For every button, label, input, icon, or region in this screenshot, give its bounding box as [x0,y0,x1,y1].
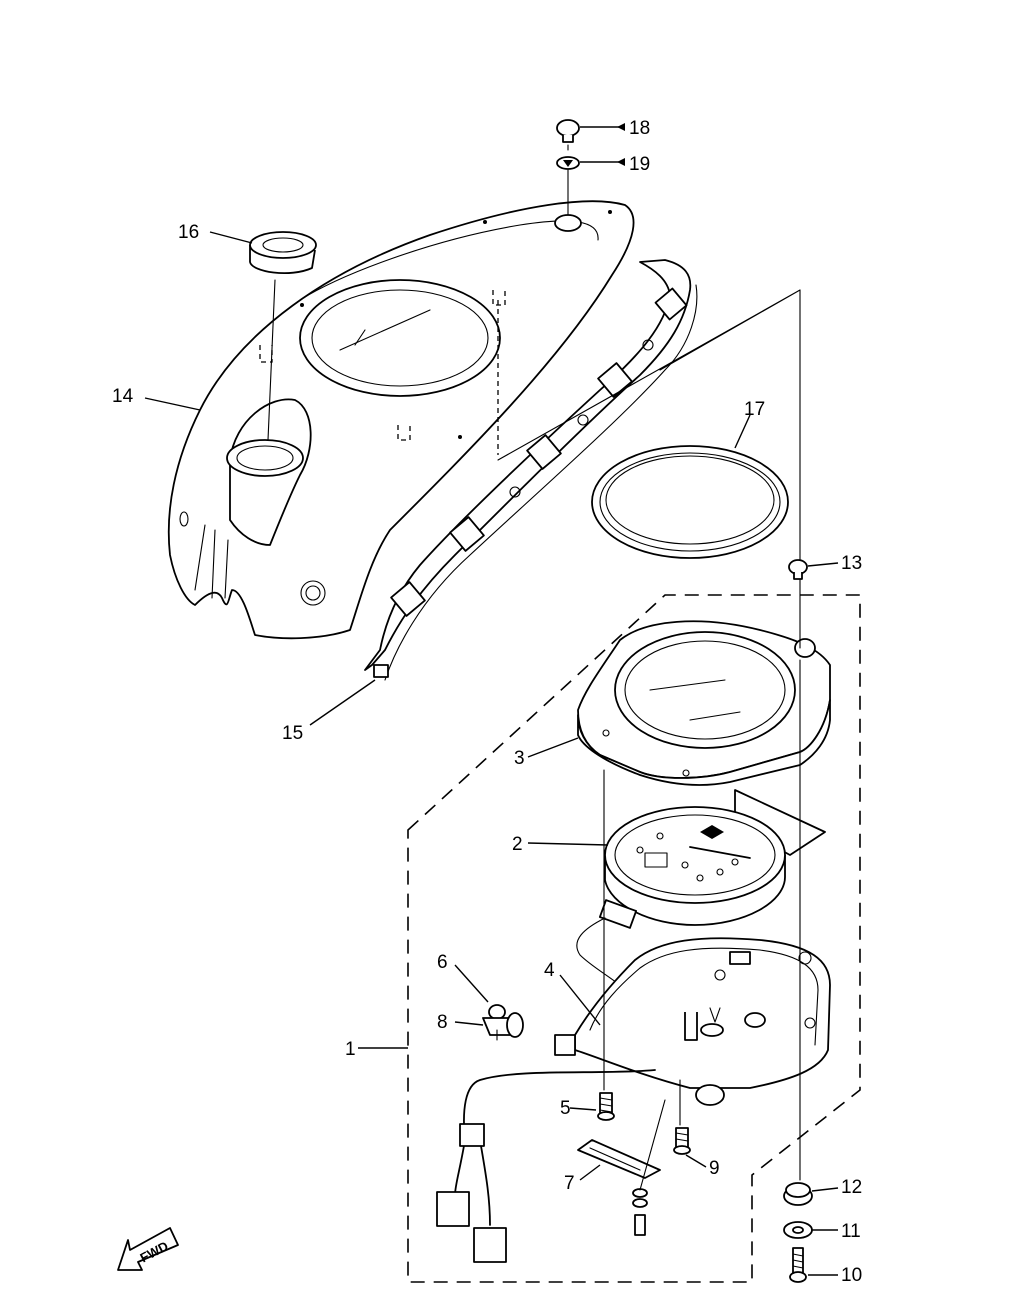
callout-15: 15 [282,723,303,744]
part-19-washer [556,156,580,170]
fwd-arrow-icon: FWD [117,1227,179,1271]
callout-1: 1 [345,1039,356,1060]
callout-17: 17 [744,399,765,420]
part-14-meter-cover [167,200,635,640]
callout-14: 14 [112,386,134,407]
callout-19: 19 [629,154,650,175]
callout-4: 4 [544,960,555,981]
callout-5: 5 [560,1098,571,1119]
leader-lines [144,123,839,1276]
callout-18: 18 [629,118,650,139]
part-12-grommet [783,1182,813,1206]
part-17-seal-ring [591,445,789,559]
part-8-clamp [482,1012,524,1038]
callout-13: 13 [841,553,862,574]
alignment-lines [267,144,801,1191]
part-10-bolt [789,1247,807,1283]
wire-harness [436,1069,656,1263]
part-9-screw [673,1127,691,1155]
part-4-meter-case-lower [554,937,831,1106]
part-3-meter-case-upper [577,620,831,786]
callout-11: 11 [841,1221,861,1242]
callout-6: 6 [437,952,448,973]
callout-2: 2 [512,834,523,855]
part-16-grommet [249,231,317,275]
part-7-gasket [577,1139,661,1236]
part-18-screw [556,119,580,143]
callout-3: 3 [514,748,525,769]
assembly-boundary [407,594,861,1283]
callout-9: 9 [709,1158,720,1179]
callout-12: 12 [841,1177,862,1198]
callout-7: 7 [564,1173,575,1194]
callout-10: 10 [841,1265,862,1286]
part-2-meter-assembly [576,789,826,1069]
callout-labels: 1 2 3 4 5 6 7 8 9 10 11 12 13 14 15 16 1… [112,118,862,1286]
callout-16: 16 [178,222,199,243]
part-15-trim-strip [364,259,698,681]
part-13-screw [788,559,808,580]
part-11-washer [783,1221,813,1239]
callout-8: 8 [437,1012,448,1033]
part-5-screw [597,1092,615,1121]
